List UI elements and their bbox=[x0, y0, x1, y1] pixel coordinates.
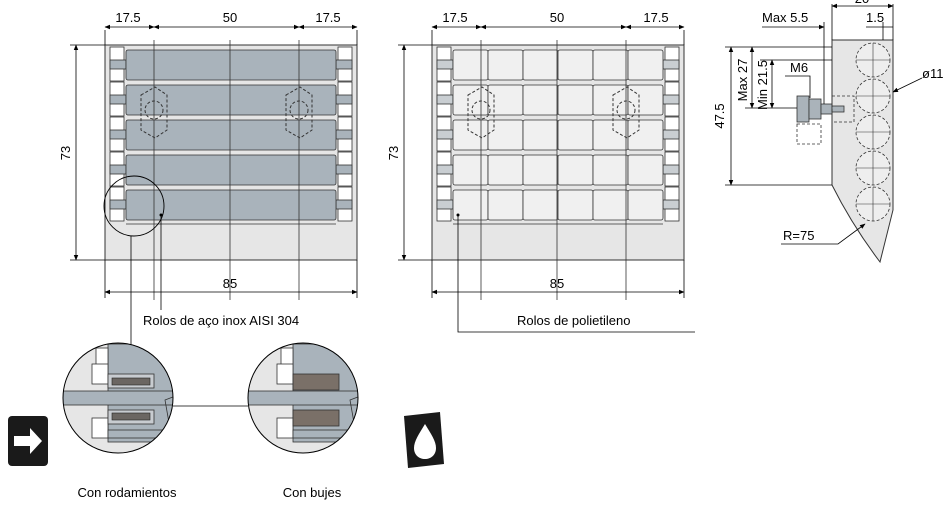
bearings-label: Con rodamientos bbox=[78, 485, 177, 500]
poly-roller-segment bbox=[592, 49, 629, 81]
poly-roller-segment bbox=[487, 119, 524, 151]
detail-with-bushings: Con bujes bbox=[247, 342, 359, 500]
steel-roller bbox=[125, 119, 337, 151]
bolt-label: M6 bbox=[790, 60, 808, 75]
axle-end bbox=[335, 199, 353, 210]
front-view-poly-rollers: 17.5 50 17.5 73 85 Rolos de polietileno bbox=[386, 10, 695, 333]
poly-roller-segment bbox=[557, 84, 594, 116]
roller-diameter-label: ø11 bbox=[922, 66, 943, 81]
caption-poly-rollers: Rolos de polietileno bbox=[517, 313, 630, 328]
axle-end bbox=[109, 94, 127, 105]
axle-end bbox=[436, 129, 454, 140]
steel-roller bbox=[125, 189, 337, 221]
poly-roller-segment bbox=[522, 154, 559, 186]
poly-roller-segment bbox=[592, 154, 629, 186]
dim-height: 73 bbox=[386, 146, 401, 160]
dim-max-bolt: Max 5.5 bbox=[762, 10, 808, 25]
poly-roller-segment bbox=[452, 49, 489, 81]
axle-end bbox=[109, 199, 127, 210]
poly-roller-segment bbox=[452, 119, 489, 151]
poly-roller-segment bbox=[627, 154, 664, 186]
poly-roller-segment bbox=[487, 84, 524, 116]
poly-roller-segment bbox=[557, 189, 594, 221]
dim-top-center: 50 bbox=[223, 10, 237, 25]
steel-roller bbox=[125, 154, 337, 186]
poly-roller-segment bbox=[522, 84, 559, 116]
poly-roller-segment bbox=[557, 119, 594, 151]
steel-roller bbox=[125, 49, 337, 81]
axle-end bbox=[436, 59, 454, 70]
axle-end bbox=[436, 199, 454, 210]
steel-roller bbox=[125, 84, 337, 116]
poly-roller-segment bbox=[557, 154, 594, 186]
poly-roller-segment bbox=[487, 189, 524, 221]
dim-width: 85 bbox=[550, 276, 564, 291]
axle-end bbox=[662, 199, 680, 210]
dim-top-right: 17.5 bbox=[643, 10, 668, 25]
poly-roller-segment bbox=[452, 84, 489, 116]
poly-roller-segment bbox=[557, 49, 594, 81]
dim-total-height: 47.5 bbox=[712, 103, 727, 128]
axle-end bbox=[662, 164, 680, 175]
poly-roller-segment bbox=[487, 49, 524, 81]
caption-steel-rollers: Rolos de aço inox AISI 304 bbox=[143, 313, 299, 328]
axle-end bbox=[109, 164, 127, 175]
water-drop-icon bbox=[404, 412, 444, 468]
dim-top-left: 17.5 bbox=[442, 10, 467, 25]
poly-roller-segment bbox=[452, 154, 489, 186]
axle-end bbox=[436, 164, 454, 175]
axle-end bbox=[662, 129, 680, 140]
poly-roller-segment bbox=[487, 154, 524, 186]
axle-end bbox=[436, 94, 454, 105]
poly-roller-segment bbox=[627, 84, 664, 116]
poly-roller-segment bbox=[627, 49, 664, 81]
dim-max-height: Max 27 bbox=[735, 59, 750, 102]
dim-offset: 1.5 bbox=[866, 10, 884, 25]
poly-roller-segment bbox=[522, 119, 559, 151]
poly-roller-segment bbox=[522, 49, 559, 81]
axle-end bbox=[662, 94, 680, 105]
front-view-steel-rollers: 17.5 50 17.5 73 85 Rolos de aço inox AIS… bbox=[58, 10, 358, 345]
axle-end bbox=[335, 94, 353, 105]
axle-end bbox=[109, 59, 127, 70]
side-view: 47.5 Max 27 Min 21.5 20 Max 5.5 1.5 M6 ø… bbox=[712, 0, 943, 264]
dim-top-center: 50 bbox=[550, 10, 564, 25]
poly-roller-segment bbox=[627, 189, 664, 221]
sliding-arrow-icon bbox=[8, 416, 48, 466]
poly-roller-segment bbox=[627, 119, 664, 151]
radius-label: R=75 bbox=[783, 228, 814, 243]
axle-end bbox=[335, 129, 353, 140]
axle-end bbox=[109, 129, 127, 140]
dim-top-left: 17.5 bbox=[115, 10, 140, 25]
dim-width: 85 bbox=[223, 276, 237, 291]
axle-end bbox=[335, 59, 353, 70]
detail-with-bearings: Con rodamientos bbox=[62, 342, 177, 500]
m6-bolt bbox=[796, 95, 855, 145]
dim-top-right: 17.5 bbox=[315, 10, 340, 25]
poly-roller-segment bbox=[592, 189, 629, 221]
dim-height: 73 bbox=[58, 146, 73, 160]
dim-min-height: Min 21.5 bbox=[755, 60, 770, 110]
axle-end bbox=[335, 164, 353, 175]
dim-top-20: 20 bbox=[855, 0, 869, 6]
bushings-label: Con bujes bbox=[283, 485, 342, 500]
detail-marker-circle bbox=[103, 175, 165, 237]
axle-end bbox=[662, 59, 680, 70]
poly-roller-segment bbox=[522, 189, 559, 221]
